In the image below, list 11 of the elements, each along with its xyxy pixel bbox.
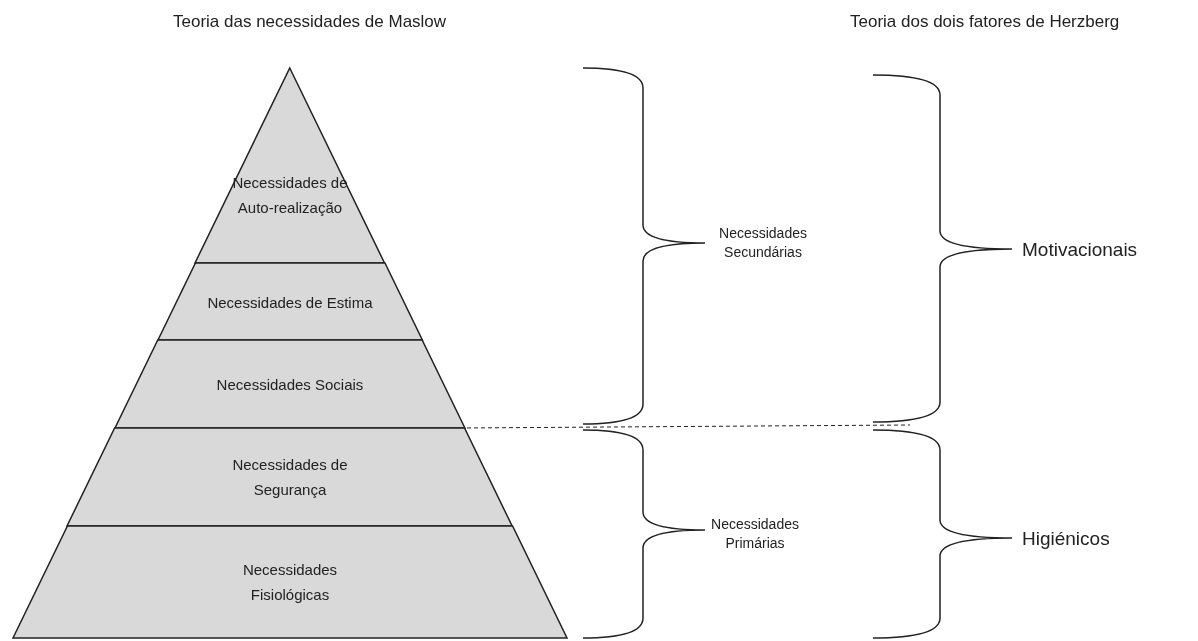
level-text: Necessidades Fisiológicas [241,560,339,605]
brace-label: Higiénicos [1022,528,1110,550]
heading: Teoria das necessidades de Maslow [173,12,447,32]
brace-label: Motivacionais [1022,239,1138,261]
level-text: Necessidades de Segurança [231,455,349,500]
brace-label: Necessidades Secundárias [718,224,808,262]
heading: Teoria dos dois fatores de Herzberg [850,12,1120,32]
level-text: Necessidades de Auto-realização [231,172,349,218]
brace-label: Necessidades Primárias [710,515,800,553]
level-text: Necessidades de Estima [206,292,374,312]
level-text: Necessidades Sociais [215,374,365,395]
